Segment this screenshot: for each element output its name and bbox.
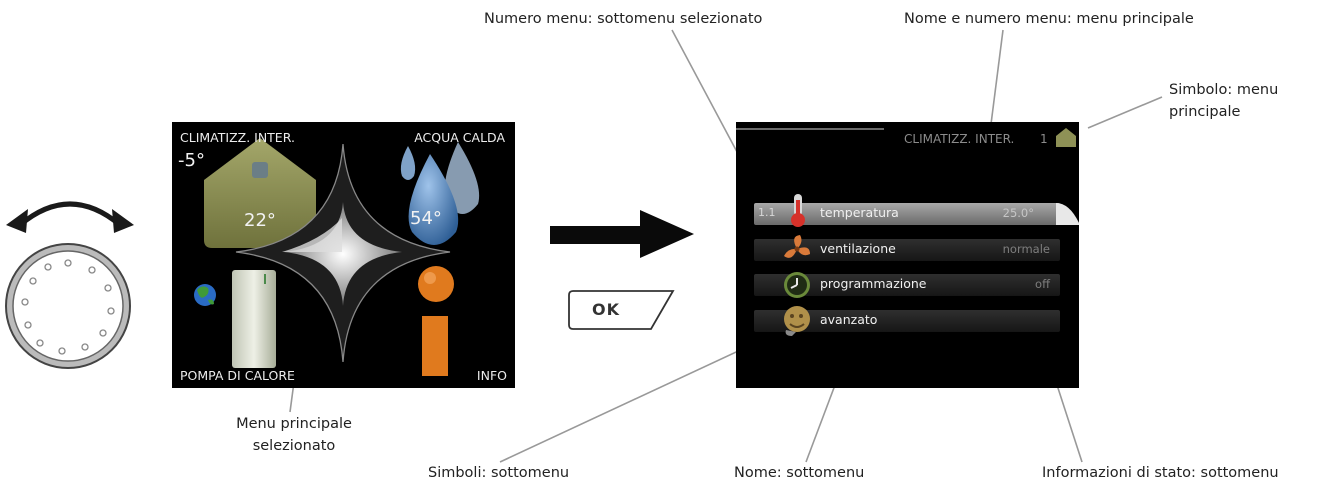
advanced-icon	[784, 306, 810, 336]
info-icon	[418, 266, 454, 376]
heat-pump-icon	[232, 270, 276, 368]
leader-main-menu-name	[989, 29, 1004, 133]
callout-submenu-symbols: Simboli: sottomenu	[428, 465, 570, 481]
submenu-status: 25.0°	[1002, 206, 1034, 220]
house-icon	[204, 138, 316, 248]
outdoor-temperature: -5°	[178, 150, 205, 171]
ok-button-label: OK	[592, 300, 620, 319]
header-line	[736, 128, 884, 130]
hot-water-temperature: 54°	[410, 208, 442, 229]
submenu-number: 1.1	[758, 206, 776, 219]
globe-icon	[194, 284, 216, 306]
main-menu-graphics	[194, 138, 480, 376]
fan-icon	[784, 235, 810, 258]
selected-row-curl	[1056, 203, 1079, 225]
submenu-label: programmazione	[820, 276, 927, 291]
callout-main-menu-name: Nome e numero menu: menu principale	[904, 11, 1194, 27]
leader-main-menu-symbol	[1087, 96, 1163, 129]
header-title: CLIMATIZZ. INTER.	[904, 132, 1015, 146]
submenu-status: off	[1035, 277, 1050, 291]
thermometer-icon	[791, 194, 805, 227]
submenu-row-programmazione[interactable]: programmazione off	[754, 274, 1060, 296]
rotate-arrow-icon	[6, 201, 134, 233]
header-number: 1	[1040, 132, 1048, 146]
callout-submenu-number: Numero menu: sottomenu selezionato	[484, 11, 763, 27]
main-menu-info-label[interactable]: INFO	[476, 368, 507, 383]
main-menu-climate-label[interactable]: CLIMATIZZ. INTER.	[180, 130, 295, 145]
indoor-temperature: 22°	[244, 210, 276, 231]
transition-arrow-icon	[550, 210, 694, 258]
callout-submenu-name: Nome: sottomenu	[734, 465, 865, 481]
main-menu-hot-water-label[interactable]: ACQUA CALDA	[414, 130, 505, 145]
control-knob[interactable]	[0, 185, 140, 375]
submenu-status: normale	[1002, 242, 1050, 256]
submenu-row-temperatura[interactable]: 1.1 temperatura 25.0°	[754, 203, 1060, 225]
submenu-label: temperatura	[820, 205, 899, 220]
clock-icon	[784, 272, 810, 298]
submenu-row-avanzato[interactable]: avanzato	[754, 310, 1060, 332]
main-menu-screen: CLIMATIZZ. INTER. -5° 22° ACQUA CALDA 54…	[172, 122, 515, 388]
submenu-screen: CLIMATIZZ. INTER. 1 1.1 temperatura 25.0…	[736, 122, 1079, 388]
callout-main-menu-selected: Menu principale selezionato	[236, 416, 352, 454]
submenu-label: avanzato	[820, 312, 878, 327]
submenu-row-ventilazione[interactable]: ventilazione normale	[754, 239, 1060, 261]
selection-star-icon	[235, 143, 451, 363]
ok-button[interactable]: OK	[567, 289, 675, 331]
callout-submenu-status: Informazioni di stato: sottomenu	[1042, 465, 1279, 481]
submenu-label: ventilazione	[820, 241, 896, 256]
main-menu-heat-pump-label[interactable]: POMPA DI CALORE	[180, 368, 295, 383]
callout-main-menu-symbol: Simbolo: menu principale	[1169, 82, 1279, 120]
main-menu-house-icon	[1056, 128, 1076, 147]
hot-water-drops-icon	[400, 142, 480, 245]
